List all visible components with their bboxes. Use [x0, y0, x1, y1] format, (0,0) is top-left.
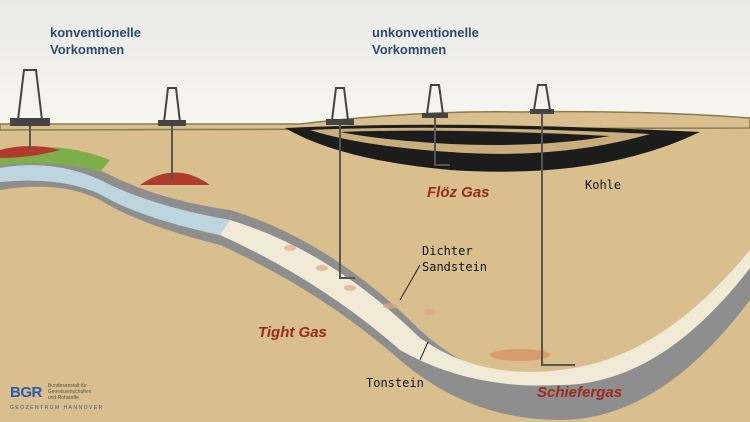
label-dichter-sandstein: Dichter Sandstein: [422, 243, 487, 275]
label-tight-gas: Tight Gas: [258, 324, 327, 341]
logo-name: Bundesanstalt für Geowissenschaften und …: [48, 383, 92, 401]
label-kohle: Kohle: [585, 178, 622, 192]
label-line: Dichter: [422, 244, 473, 258]
leader-lines: [399, 264, 429, 361]
heading-line: konventionelle: [50, 25, 142, 40]
oil-1: [0, 146, 60, 158]
heading-line: Vorkommen: [50, 42, 125, 57]
logo-name-line: Geowissenschaften: [47, 389, 92, 395]
label-line: Sandstein: [422, 260, 488, 274]
tight-gas-dots: [284, 245, 436, 315]
oil-2: [140, 172, 210, 185]
label-floez-gas: Flöz Gas: [427, 184, 490, 201]
logo-name-line: und Rohstoffe: [47, 395, 79, 401]
derricks: [10, 69, 554, 126]
logo-subline: GEOZENTRUM HANNOVER: [10, 405, 104, 411]
water-layer: [0, 165, 230, 235]
shale-gas-zone: [490, 349, 550, 361]
label-tonstein: Tonstein: [366, 376, 424, 390]
heading-line: Vorkommen: [372, 42, 447, 57]
sky: [0, 0, 750, 124]
surface: [0, 110, 750, 131]
heading-line: unkonventionelle: [372, 25, 479, 40]
label-schiefergas: Schiefergas: [537, 384, 623, 401]
bgr-logo: BGR Bundesanstalt für Geowissenschaften …: [10, 383, 104, 411]
heading-unconventional: unkonventionelle Vorkommen: [372, 24, 479, 58]
heading-conventional: konventionelle Vorkommen: [50, 24, 141, 58]
logo-acronym: BGR: [10, 383, 42, 401]
wells: [29, 112, 575, 366]
logo-name-line: Bundesanstalt für: [47, 383, 87, 389]
